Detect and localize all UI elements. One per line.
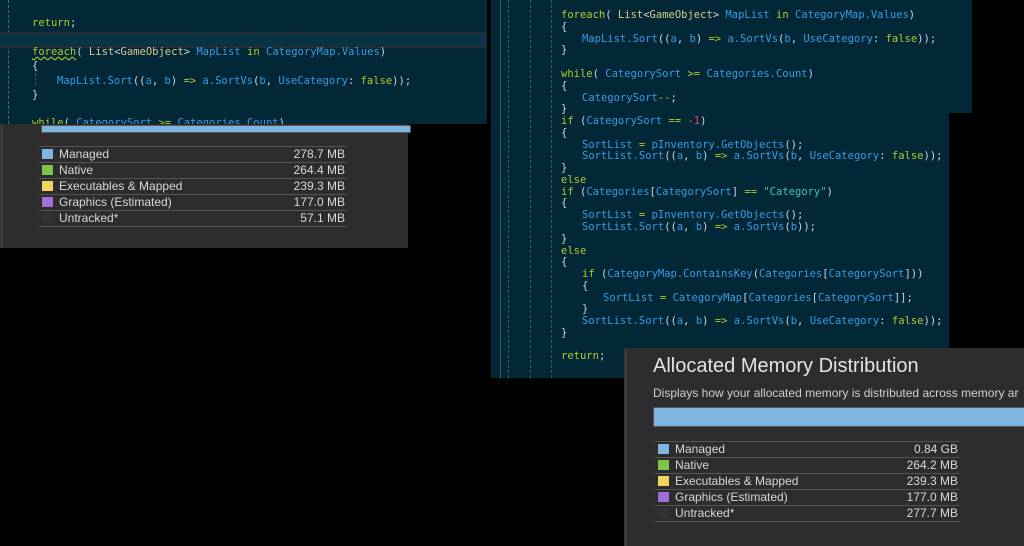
code-line: { — [32, 60, 39, 72]
memory-legend: Managed 278.7 MB Native 264.4 MB Executabl… — [39, 146, 347, 227]
code-line: { — [561, 21, 568, 33]
code-line: foreach( List<GameObject> MapList in Cat… — [32, 46, 387, 58]
legend-label: Graphics (Estimated) — [675, 490, 788, 504]
legend-value: 278.7 MB — [293, 147, 345, 161]
code-line: { — [561, 80, 568, 92]
code-line: SortList = pInventory.GetObjects(); — [582, 209, 804, 221]
code-line: } — [561, 44, 568, 56]
code-line: foreach( List<GameObject> MapList in Cat… — [561, 9, 916, 21]
code-line: } — [561, 327, 568, 339]
legend-row-native[interactable]: Native 264.4 MB — [39, 162, 347, 178]
memory-legend: Managed 0.84 GB Native 264.2 MB Executable… — [655, 441, 960, 522]
code-line: SortList = CategoryMap[Categories[Catego… — [603, 292, 913, 304]
gutter-line — [500, 0, 501, 378]
legend-row-graphics[interactable]: Graphics (Estimated) 177.0 MB — [39, 194, 347, 210]
right-memory-panel: Allocated Memory Distribution Displays h… — [624, 348, 1024, 546]
code-line: while( CategorySort >= Categories.Count) — [32, 117, 285, 124]
code-line: return; — [561, 350, 606, 362]
legend-label: Untracked* — [59, 211, 119, 225]
legend-label: Native — [59, 163, 94, 177]
code-line: { — [561, 197, 568, 209]
managed-swatch — [658, 444, 669, 454]
code-line: MapList.Sort((a, b) => a.SortVs(b, UseCa… — [582, 33, 937, 45]
legend-row-untracked[interactable]: Untracked* 57.1 MB — [39, 210, 347, 227]
legend-value: 264.4 MB — [293, 163, 345, 177]
current-line-highlight — [0, 32, 487, 48]
legend-row-graphics[interactable]: Graphics (Estimated) 177.0 MB — [655, 489, 960, 505]
code-line: } — [561, 233, 568, 245]
legend-value: 277.7 MB — [906, 506, 958, 520]
legend-value: 239.3 MB — [906, 474, 958, 488]
legend-value: 57.1 MB — [300, 211, 345, 225]
legend-label: Managed — [675, 442, 726, 456]
legend-value: 177.0 MB — [293, 195, 345, 209]
code-line: if (CategoryMap.ContainsKey(Categories[C… — [582, 268, 924, 280]
code-line: SortList.Sort((a, b) => a.SortVs(b, UseC… — [582, 150, 943, 162]
code-line: while( CategorySort >= Categories.Count) — [561, 68, 814, 80]
executables-swatch — [658, 476, 669, 486]
code-line: SortList = pInventory.GetObjects(); — [582, 139, 804, 151]
indent-guide — [530, 0, 531, 378]
code-line: SortList.Sort((a, b) => a.SortVs(b, UseC… — [582, 315, 943, 327]
untracked-swatch — [658, 508, 669, 518]
indent-guide — [35, 73, 36, 85]
executables-swatch — [42, 181, 53, 191]
code-line: return; — [32, 17, 77, 29]
legend-value: 0.84 GB — [913, 442, 958, 456]
code-line: } — [32, 89, 39, 101]
panel-title: Allocated Memory Distribution — [653, 355, 919, 377]
code-line: { — [561, 256, 568, 268]
legend-row-executables[interactable]: Executables & Mapped 239.3 MB — [655, 473, 960, 489]
panel-description: Displays how your allocated memory is di… — [653, 386, 1019, 400]
legend-row-managed[interactable]: Managed 0.84 GB — [655, 441, 960, 457]
code-line: { — [582, 280, 589, 292]
graphics-swatch — [42, 197, 53, 207]
code-line: MapList.Sort((a, b) => a.SortVs(b, UseCa… — [57, 75, 412, 87]
legend-row-managed[interactable]: Managed 278.7 MB — [39, 146, 347, 162]
left-code-editor[interactable]: return; foreach( List<GameObject> MapLis… — [0, 0, 487, 124]
code-line: if (CategorySort == -1) — [561, 115, 707, 127]
indent-guide — [551, 0, 552, 378]
legend-label: Graphics (Estimated) — [59, 195, 172, 209]
memory-distribution-bar[interactable] — [41, 125, 411, 133]
code-line: CategorySort--; — [582, 92, 677, 104]
legend-label: Managed — [59, 147, 110, 161]
legend-value: 264.2 MB — [906, 458, 958, 472]
right-code-editor-body[interactable]: foreach( List<GameObject> MapList in Cat… — [491, 0, 949, 378]
native-swatch — [658, 460, 669, 470]
legend-row-native[interactable]: Native 264.2 MB — [655, 457, 960, 473]
code-line: if (Categories[CategorySort] == "Categor… — [561, 186, 833, 198]
left-memory-panel: Managed 278.7 MB Native 264.4 MB Executabl… — [0, 124, 411, 248]
right-code-editor[interactable] — [491, 0, 972, 113]
legend-value: 177.0 MB — [906, 490, 958, 504]
legend-label: Executables & Mapped — [675, 474, 799, 488]
code-line: else — [561, 174, 587, 186]
legend-row-executables[interactable]: Executables & Mapped 239.3 MB — [39, 178, 347, 194]
memory-distribution-bar[interactable] — [653, 407, 1024, 427]
untracked-swatch — [42, 213, 53, 223]
code-line: SortList.Sort((a, b) => a.SortVs(b)); — [582, 221, 816, 233]
native-swatch — [42, 165, 53, 175]
legend-label: Native — [675, 458, 710, 472]
managed-swatch — [42, 149, 53, 159]
code-line: } — [561, 103, 568, 115]
legend-value: 239.3 MB — [293, 179, 345, 193]
indent-guide — [508, 0, 509, 378]
code-line: } — [582, 303, 589, 315]
legend-label: Executables & Mapped — [59, 179, 183, 193]
indent-guide — [8, 0, 9, 124]
code-line: } — [561, 162, 568, 174]
legend-row-untracked[interactable]: Untracked* 277.7 MB — [655, 505, 960, 522]
code-line: { — [561, 127, 568, 139]
legend-label: Untracked* — [675, 506, 735, 520]
code-line: else — [561, 245, 587, 257]
graphics-swatch — [658, 492, 669, 502]
